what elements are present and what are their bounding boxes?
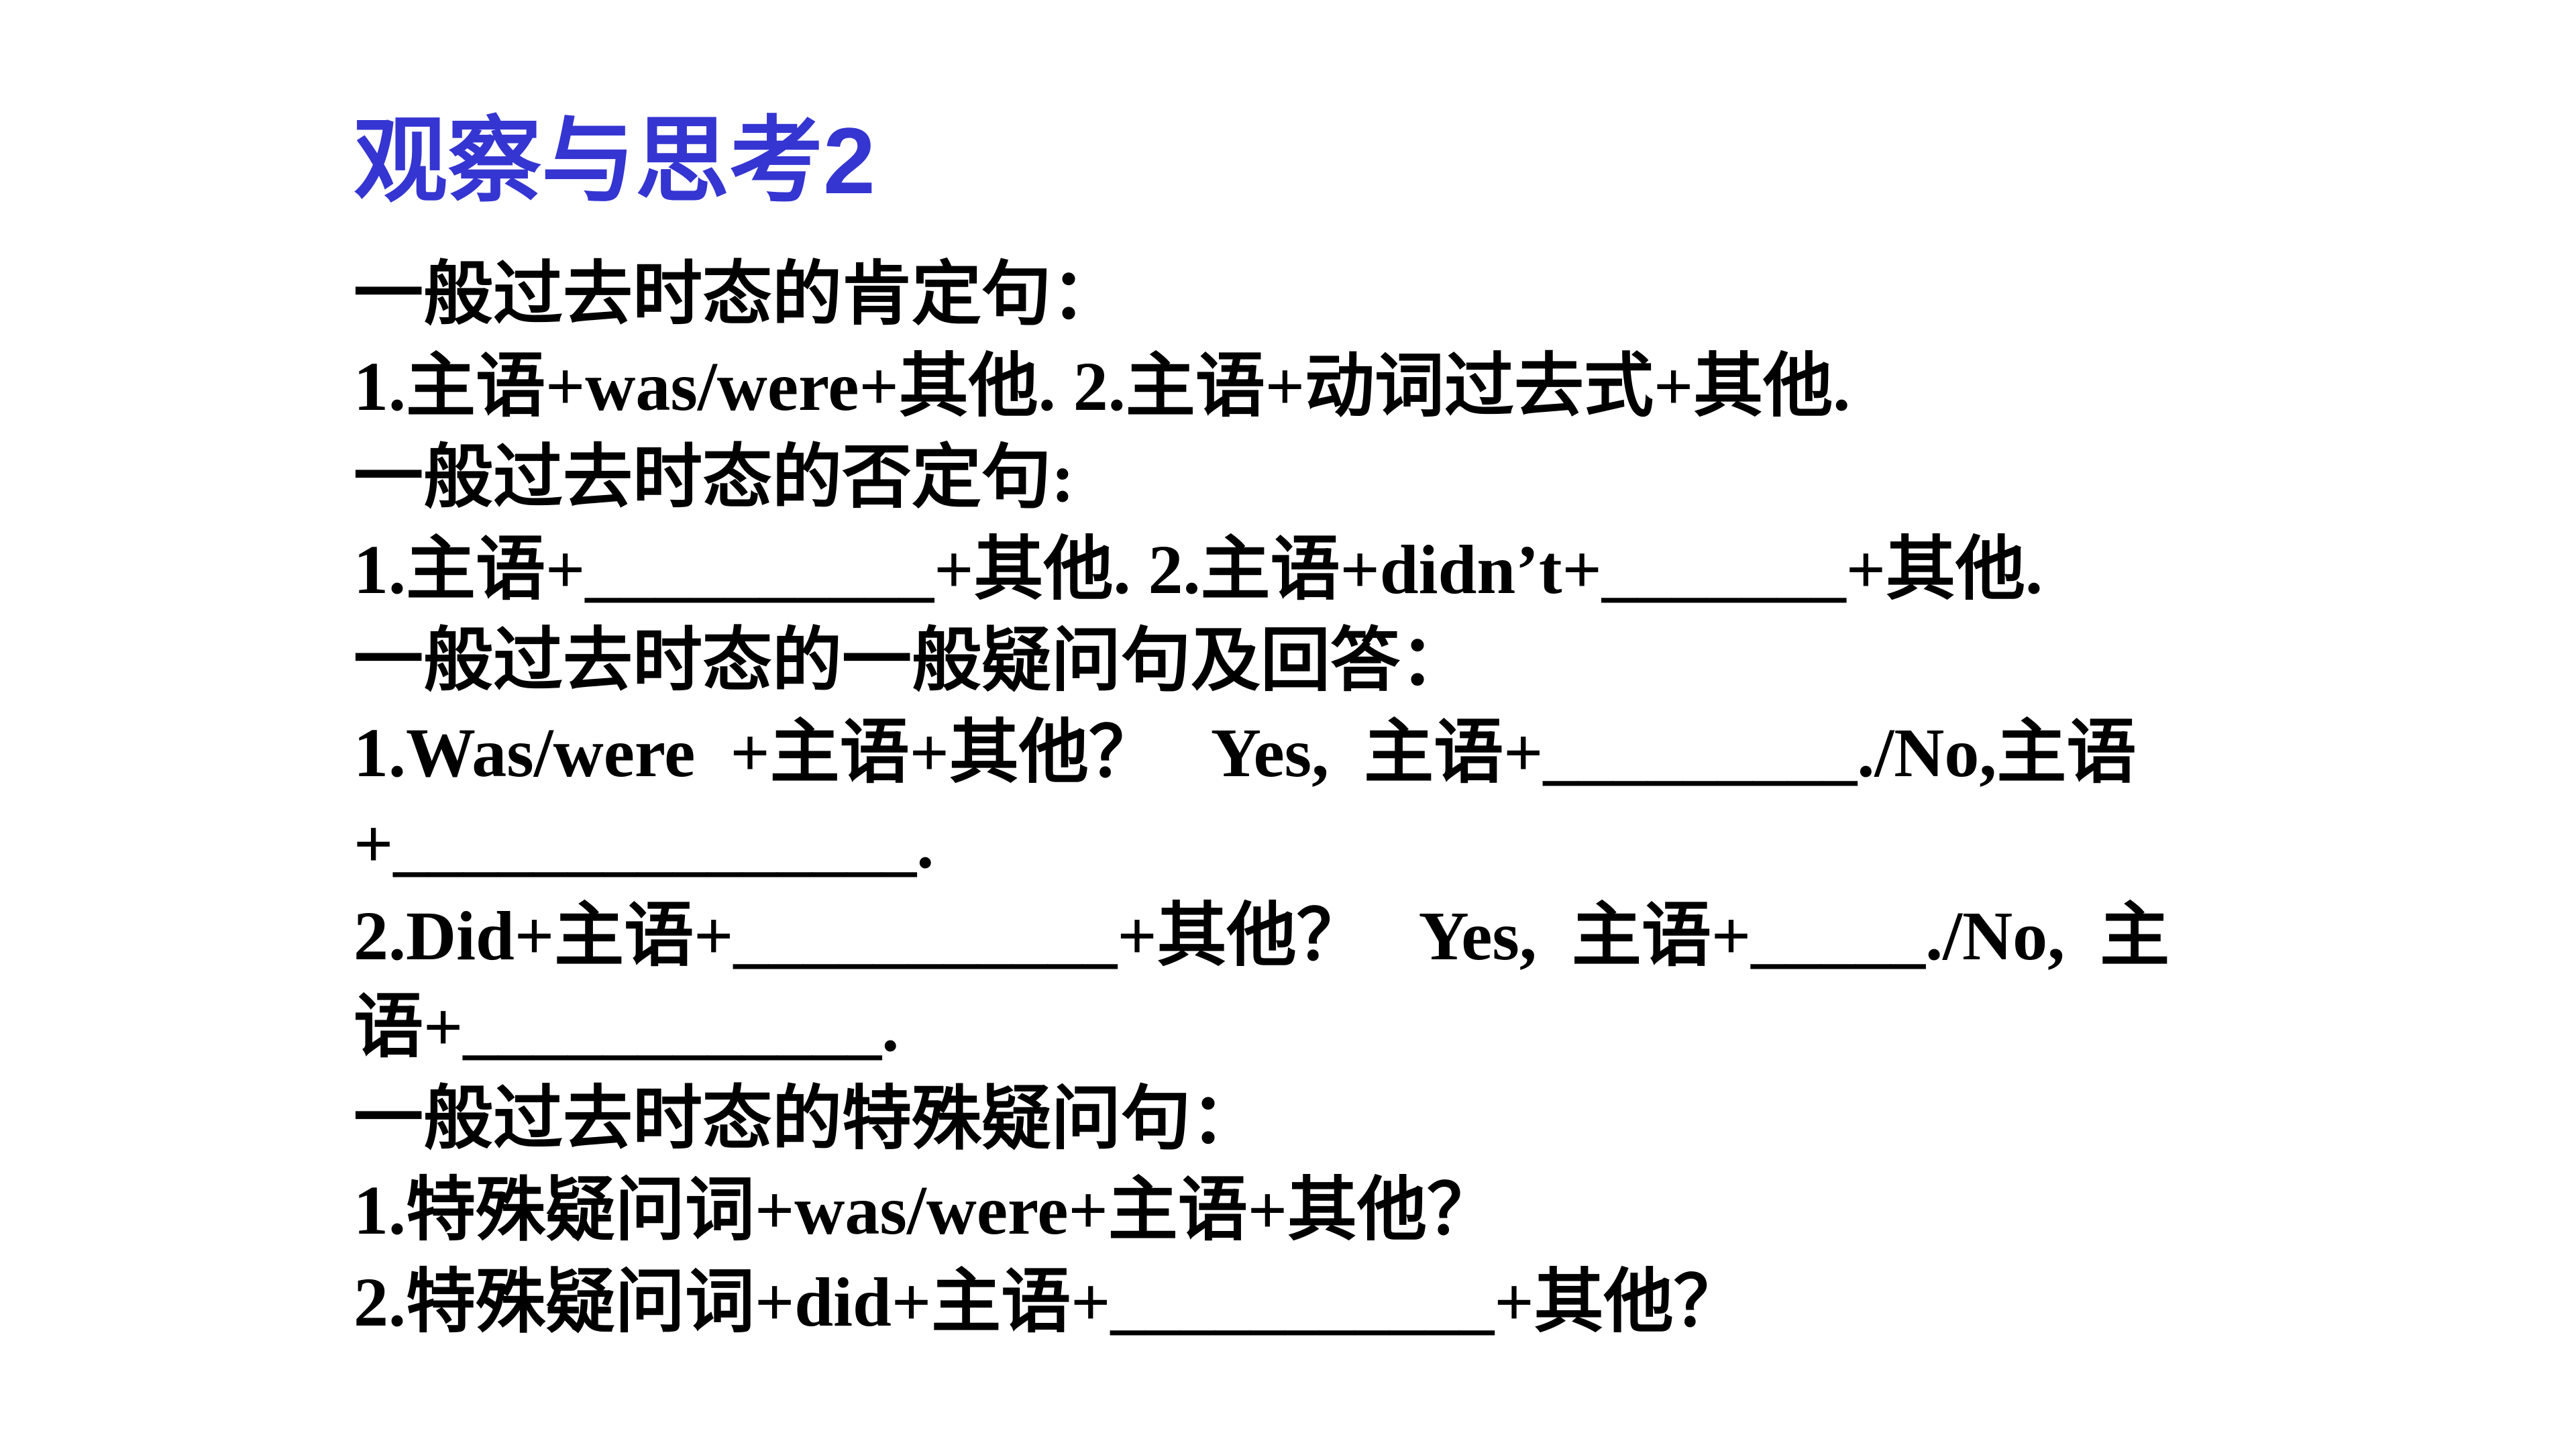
rule-negative: 1.主语+__________+其他. 2.主语+didn’t+_______+…: [354, 531, 2043, 608]
heading-wh-question: 一般过去时态的特殊疑问句：: [354, 1080, 1261, 1158]
rule-wh-question-2: 2.特殊疑问词+did+主语+___________+其他？: [354, 1263, 1743, 1341]
rule-wh-question-1: 1.特殊疑问词+was/were+主语+其他？: [354, 1172, 1497, 1249]
rule-affirmative: 1.主语+was/were+其他. 2.主语+动词过去式+其他.: [354, 347, 1851, 425]
rule-question-1-continued: +_______________.: [354, 806, 934, 883]
rule-question-2-continued: 语+____________.: [354, 989, 900, 1066]
heading-yes-no-question: 一般过去时态的一般疑问句及回答：: [354, 623, 1470, 700]
heading-affirmative: 一般过去时态的肯定句：: [354, 256, 1122, 333]
heading-negative: 一般过去时态的否定句:: [354, 439, 1075, 517]
slide-title: 观察与思考2: [354, 108, 875, 213]
rule-question-2: 2.Did+主语+___________+其他？ Yes, 主语+_____./…: [354, 897, 2170, 975]
rule-question-1: 1.Was/were +主语+其他？ Yes, 主语+_________./No…: [354, 714, 2137, 792]
slide-body: 一般过去时态的肯定句： 1.主语+was/were+其他. 2.主语+动词过去式…: [354, 250, 2265, 1348]
